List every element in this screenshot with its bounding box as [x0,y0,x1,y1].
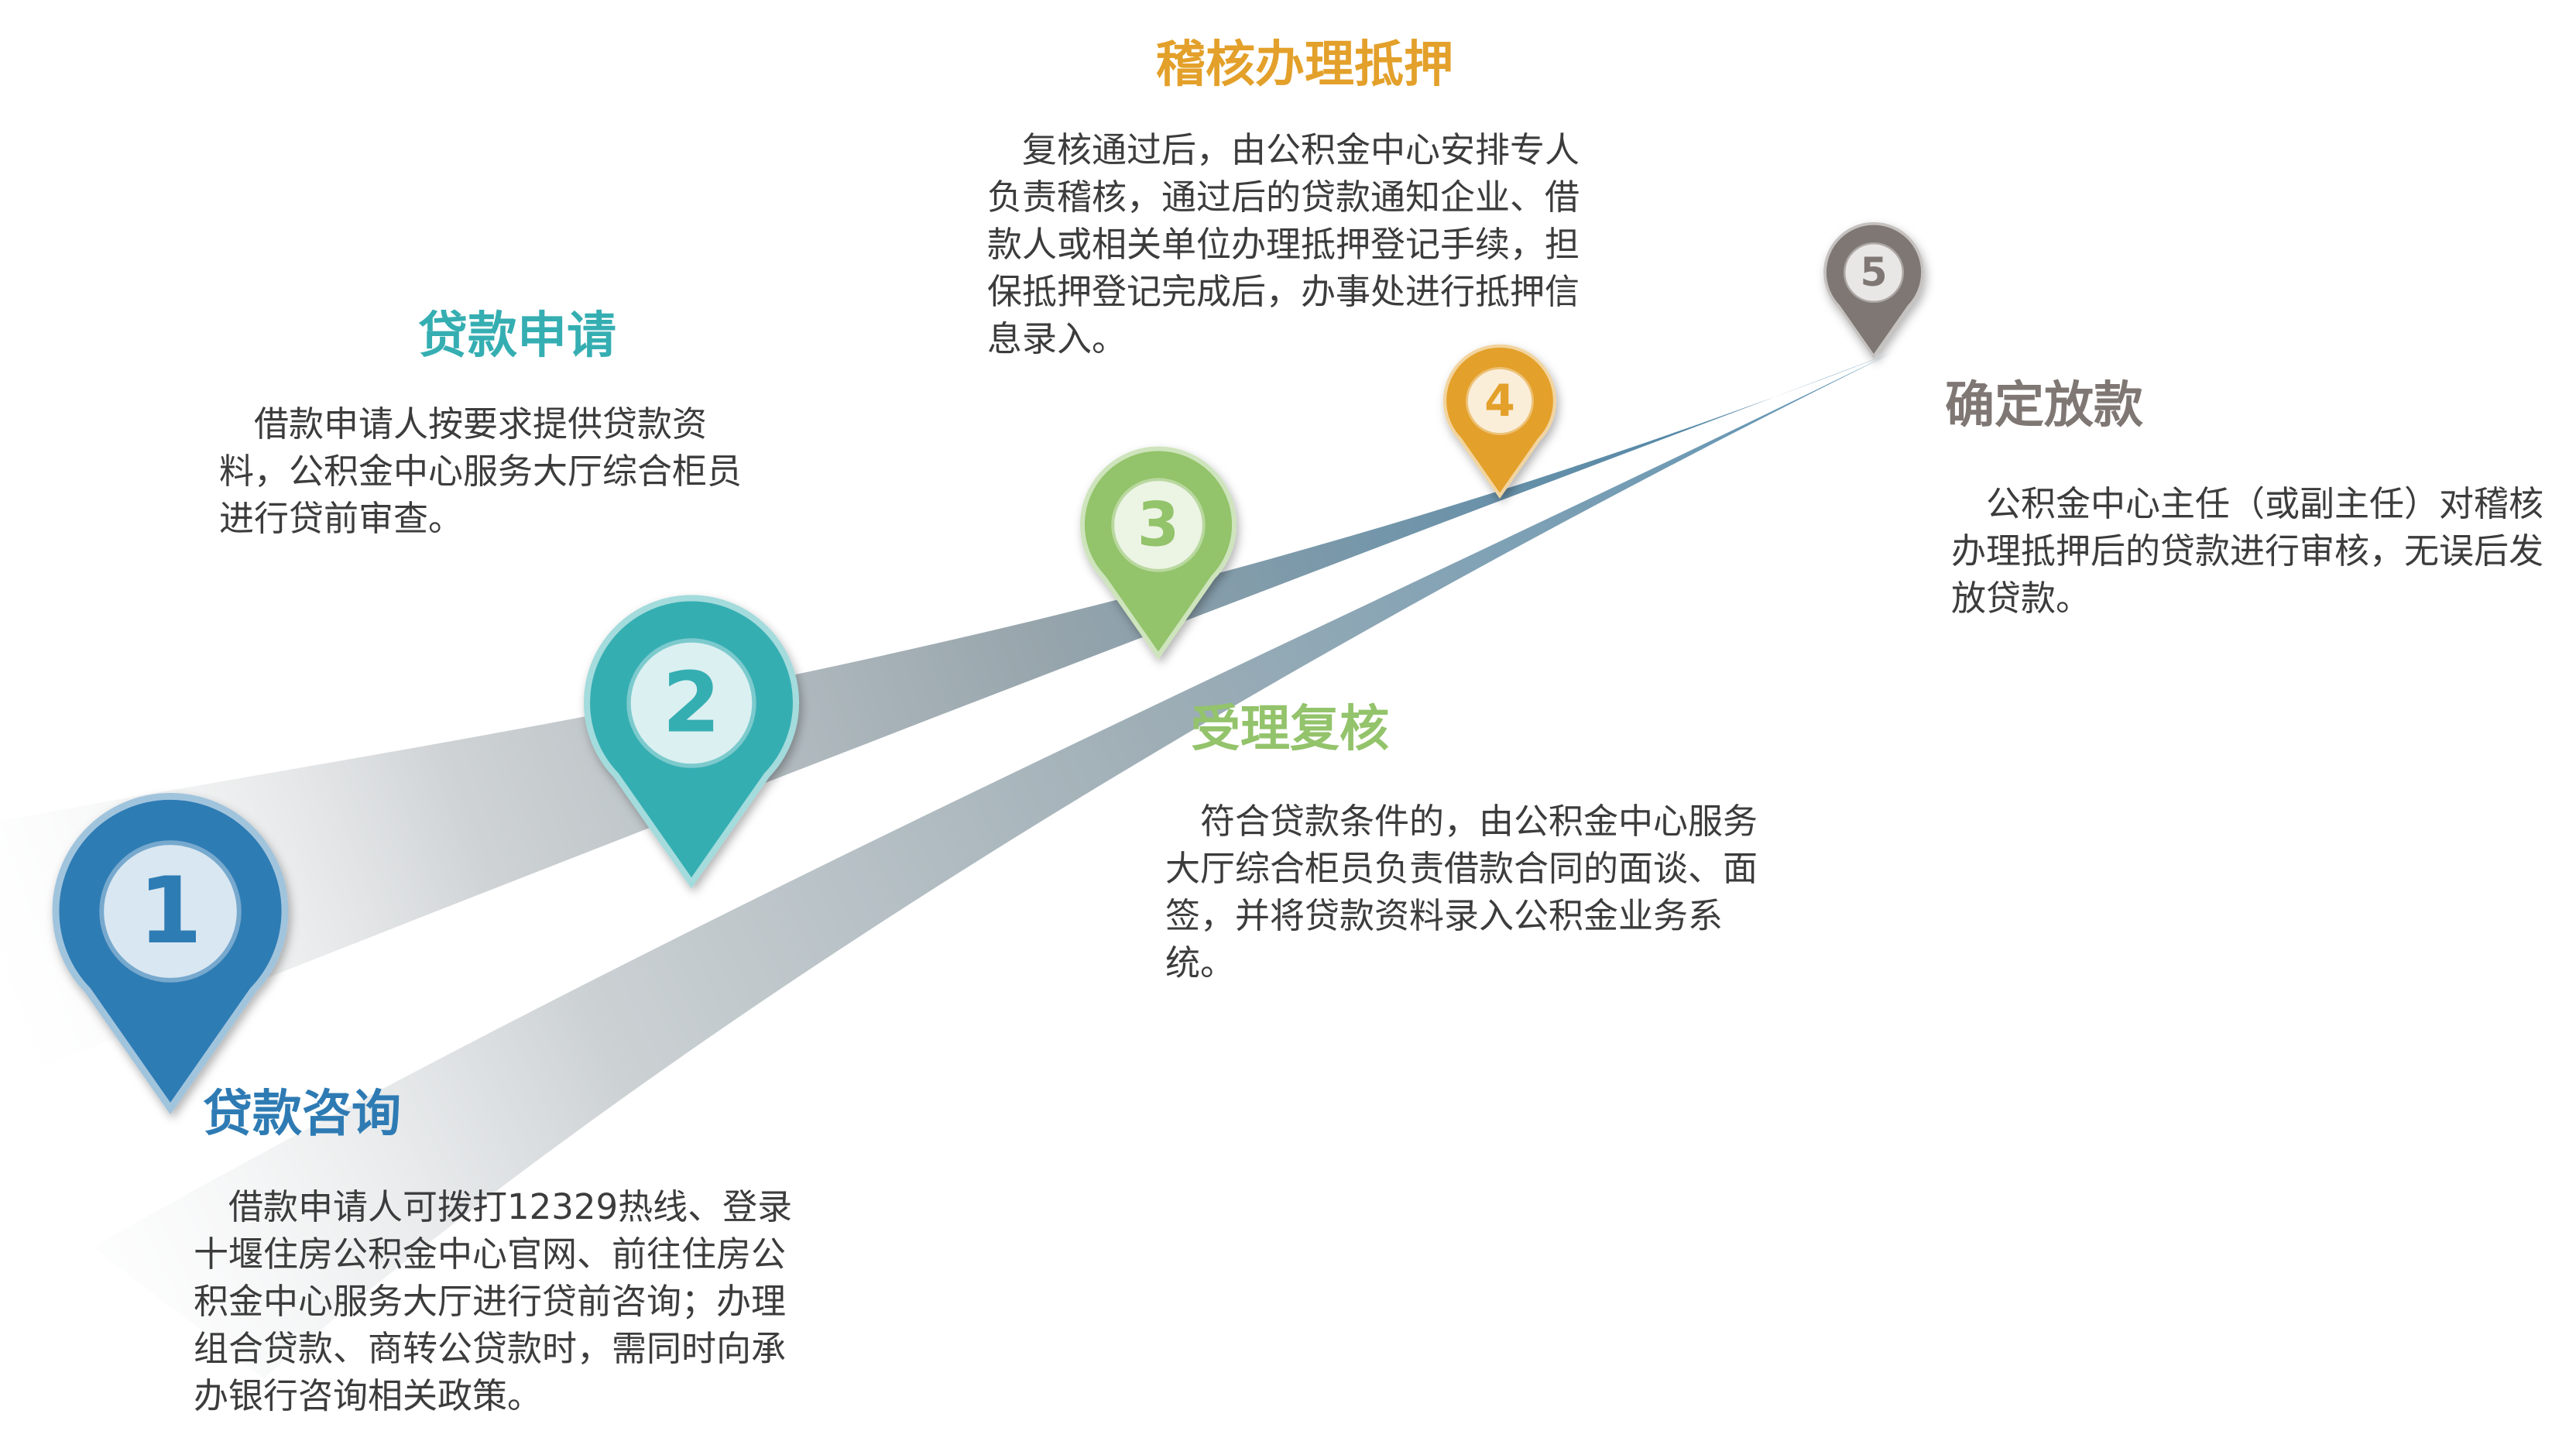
step-2-map-pin-icon: 2 [583,595,800,889]
step-1-number: 1 [139,857,202,964]
step-4-number: 4 [1484,376,1515,427]
step-2-pin-face [626,638,756,768]
step-3-number: 3 [1137,489,1180,560]
step-1-description: 借款申请人可拨打12329热线、登录十堰住房公积金中心官网、前往住房公积金中心服… [194,1186,793,1416]
step-4-description: 复核通过后，由公积金中心安排专人负责稽核，通过后的贷款通知企业、借款人或相关单位… [987,129,1580,359]
step-4-pin-face [1465,366,1535,436]
step-5-map-pin-icon: 5 [1823,221,1924,359]
step-4-map-pin-icon: 4 [1442,344,1557,499]
step-5-number: 5 [1860,249,1887,295]
step-3-pin-face [1111,478,1206,572]
step-2-title: 贷款申请 [418,307,616,365]
step-5-title: 确定放款 [1945,377,2143,434]
step-2-number: 2 [662,654,720,751]
step-5-pin-face [1843,242,1905,304]
step-3-description: 符合贷款条件的，由公积金中心服务大厅综合柜员负责借款合同的面谈、面签，并将贷款资… [1165,801,1758,983]
step-1-map-pin-icon: 1 [52,793,289,1115]
road-band-lower [93,352,1893,1378]
step-3-map-pin-icon: 3 [1080,446,1237,660]
step-3-title: 受理复核 [1191,701,1389,758]
step-2-description: 借款申请人按要求提供贷款资料，公积金中心服务大厅综合柜员进行贷前审查。 [219,403,743,539]
step-1-title: 贷款咨询 [203,1086,401,1143]
step-4-title: 稽核办理抵押 [1156,36,1453,94]
step-5-description: 公积金中心主任（或副主任）对稽核办理抵押后的贷款进行审核，无误后发放贷款。 [1951,483,2544,619]
step-1-pin-face [99,840,242,983]
